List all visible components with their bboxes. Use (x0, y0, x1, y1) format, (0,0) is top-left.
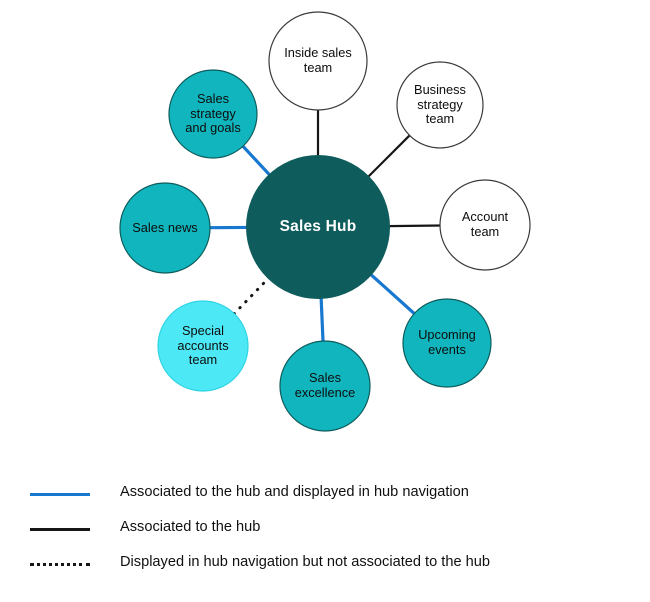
node-circle-inside-sales-team[interactable] (268, 11, 368, 111)
legend-item-1: Associated to the hub (0, 511, 650, 546)
legend-line-dotted (30, 563, 90, 566)
legend-label-0: Associated to the hub and displayed in h… (120, 484, 469, 500)
hub-circle-sales-hub[interactable] (246, 155, 390, 299)
node-circle-business-strategy-team[interactable] (396, 61, 484, 149)
connector-sales-excellence (319, 296, 325, 343)
connector-sales-strategy-and-goals (241, 144, 272, 177)
node-circle-sales-strategy-and-goals[interactable] (168, 69, 258, 159)
legend-line-blue (30, 493, 90, 496)
connector-special-accounts-team (232, 275, 271, 316)
node-circle-sales-excellence[interactable] (279, 340, 371, 432)
node-circle-account-team[interactable] (439, 179, 531, 271)
legend-item-0: Associated to the hub and displayed in h… (0, 476, 650, 511)
legend-label-1: Associated to the hub (120, 519, 261, 535)
node-circle-special-accounts-team[interactable] (157, 300, 249, 392)
legend-label-2: Displayed in hub navigation but not asso… (120, 554, 490, 570)
legend-line-black (30, 528, 90, 531)
connector-upcoming-events (368, 272, 417, 316)
node-circle-upcoming-events[interactable] (402, 298, 492, 388)
connector-account-team (387, 224, 442, 228)
node-circle-sales-news[interactable] (119, 182, 211, 274)
legend: Associated to the hub and displayed in h… (0, 476, 650, 581)
legend-item-2: Displayed in hub navigation but not asso… (0, 546, 650, 581)
connector-business-strategy-team (366, 133, 412, 179)
